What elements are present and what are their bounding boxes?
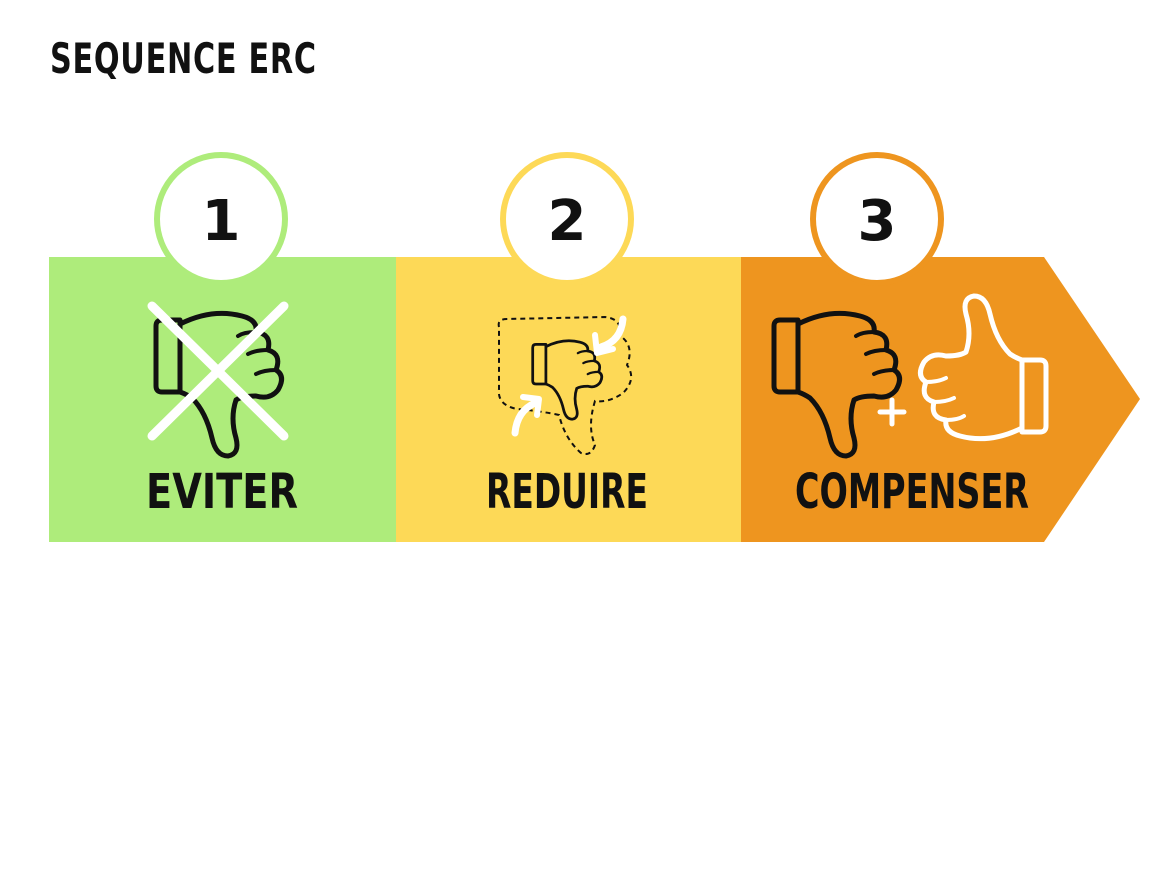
step-2-badge: [500, 152, 634, 286]
plus-icon: [877, 397, 907, 427]
crossed-thumbs-down-icon: [147, 301, 289, 456]
step-3: 3 COMPENSER: [741, 152, 1140, 542]
thumbs-down-plus-thumbs-up-icon: [774, 296, 1046, 456]
step-3-number: 3: [858, 189, 897, 254]
step-2-label: REDUIRE: [486, 464, 648, 520]
step-3-badge: [810, 152, 944, 286]
step-1: 1 EVITER: [49, 152, 396, 542]
page-title: SEQUENCE ERC: [50, 34, 317, 83]
step-2: 2 REDUIRE: [396, 152, 741, 542]
step-1-block: [49, 257, 396, 542]
step-1-number: 1: [202, 189, 241, 254]
step-3-block: [741, 257, 1140, 542]
step-1-badge: [154, 152, 288, 286]
step-3-label: COMPENSER: [795, 464, 1029, 520]
step-1-label: EVITER: [146, 464, 298, 520]
step-2-block: [396, 257, 741, 542]
shrinking-thumbs-down-icon: [497, 315, 633, 455]
step-2-number: 2: [548, 189, 587, 254]
